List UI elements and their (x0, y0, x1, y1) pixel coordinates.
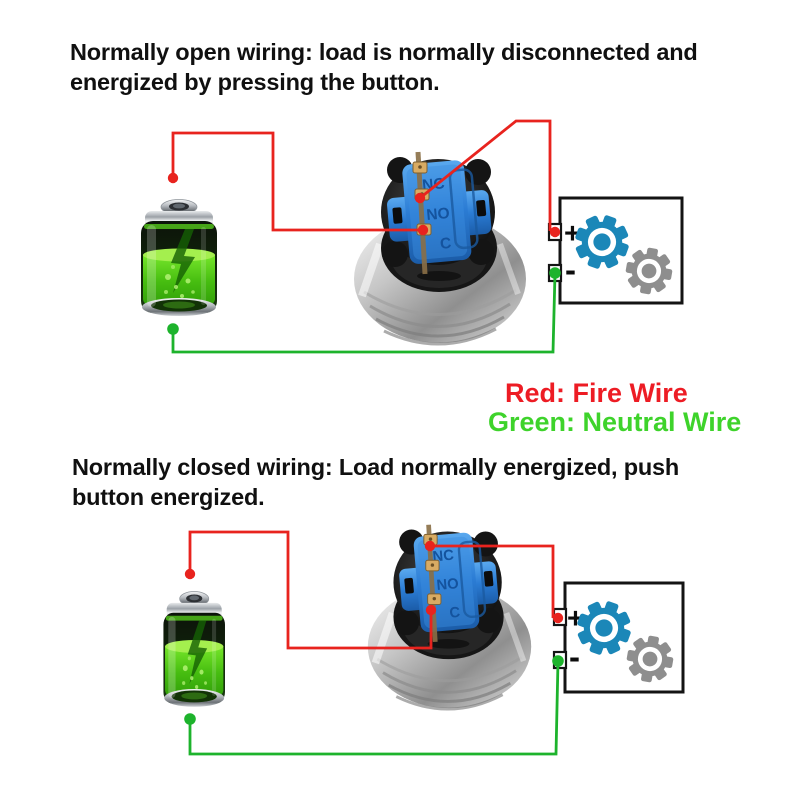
legend-neutral-wire: Green: Neutral Wire (488, 407, 742, 437)
terminal-dot (414, 192, 426, 204)
diagram-normally-closed: + - (162, 525, 685, 756)
fire-wire (188, 530, 433, 650)
minus-label: - (565, 251, 576, 288)
plus-label: + (564, 218, 581, 250)
neutral-wire (171, 272, 557, 354)
terminal-dot (184, 568, 196, 580)
fire-wire (430, 544, 555, 618)
terminal-dot (417, 224, 429, 236)
wires-top (167, 119, 561, 354)
plus-label: + (567, 603, 584, 635)
terminal-dot (552, 655, 564, 667)
caption-normally-closed: Normally closed wiring: Load normally en… (72, 452, 782, 512)
caption-line: Normally closed wiring: Load normally en… (72, 454, 680, 480)
caption-line: energized by pressing the button. (70, 69, 440, 95)
terminal-dot (167, 323, 179, 335)
terminal-dot (549, 267, 561, 279)
terminal-dot (425, 604, 437, 616)
caption-line: Normally open wiring: load is normally d… (70, 39, 698, 65)
load-box: + - (552, 581, 685, 694)
legend-fire-wire: Red: Fire Wire (505, 378, 688, 408)
load-box: + - (547, 196, 684, 305)
terminal-dot (167, 172, 179, 184)
battery (162, 590, 226, 708)
terminal-dot (424, 540, 436, 552)
terminal-dot (552, 612, 564, 624)
caption-normally-open: Normally open wiring: load is normally d… (70, 37, 780, 97)
battery (140, 199, 218, 317)
diagram-normally-open: + - (140, 119, 684, 354)
terminal-dot (184, 713, 196, 725)
fire-wire (171, 131, 423, 232)
neutral-wire (188, 660, 560, 756)
terminal-dot (549, 226, 561, 238)
minus-label: - (569, 638, 580, 675)
caption-line: button energized. (72, 484, 265, 510)
wires-bottom (184, 530, 564, 756)
fire-wire (419, 119, 552, 231)
push-button (368, 525, 531, 709)
